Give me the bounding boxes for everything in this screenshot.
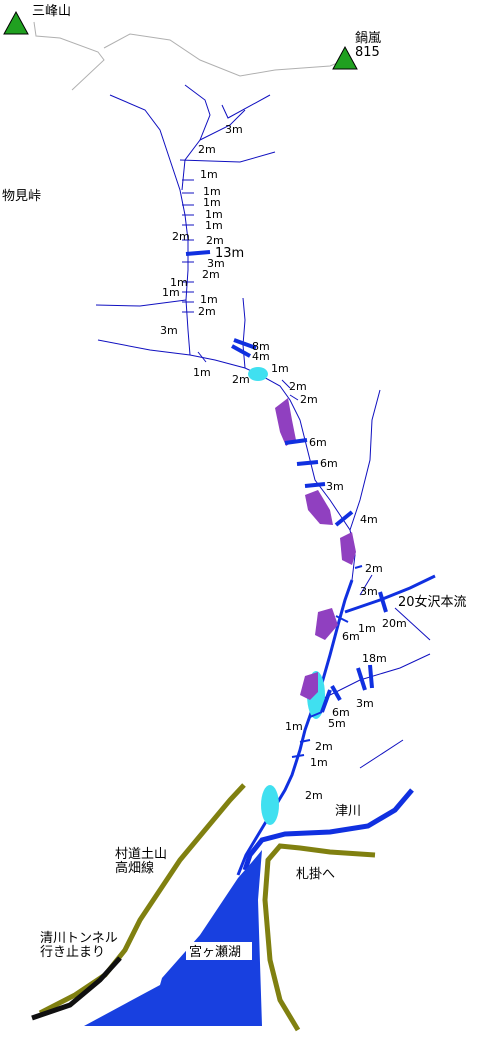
tunnel-road [31, 956, 122, 1021]
fall-height-label: 2m [206, 234, 224, 247]
tsugawa-stream [242, 788, 414, 871]
fudakake-label: 札掛へ [296, 867, 335, 882]
peak-icon [332, 45, 358, 70]
tunnel-label-line2: 行き止まり [40, 945, 105, 960]
fall-height-label: 3m [356, 697, 374, 710]
fall-height-label: 6m [320, 457, 338, 470]
fall-height-label: 1m [170, 276, 188, 289]
fall-height-label: 3m [207, 257, 225, 270]
fall-height-label: 13m [215, 246, 244, 261]
main-stream [236, 579, 354, 876]
ridge-line [33, 21, 346, 91]
big-fall-markers [185, 250, 388, 713]
fall-height-label: 1m [271, 362, 289, 375]
honryu-stream [344, 574, 436, 614]
fall-height-label: 1m [310, 756, 328, 769]
fall-height-label: 1m [203, 196, 221, 209]
fall-height-label: 18m [362, 652, 387, 665]
tributaries [95, 84, 431, 769]
fall-height-label: 4m [360, 513, 378, 526]
fall-height-label: 1m [200, 168, 218, 181]
fall-height-label: 6m [309, 436, 327, 449]
lake [84, 850, 262, 1026]
fall-height-label: 2m [232, 373, 250, 386]
road-doyama [38, 783, 246, 1016]
fall-height-label: 6m [342, 630, 360, 643]
road-label-line2: 高畑線 [115, 860, 154, 876]
fall-height-label: 3m [326, 480, 344, 493]
fall-height-label: 2m [305, 789, 323, 802]
small-main-fall-markers [291, 565, 363, 758]
cliffs [275, 398, 356, 700]
fall-height-label: 20m [382, 617, 407, 630]
fall-height-label: 4m [252, 350, 270, 363]
monomi-pass-label: 物見峠 [2, 189, 41, 204]
fall-height-label: 1m [205, 219, 223, 232]
lake-label: 宮ヶ瀬湖 [189, 944, 241, 960]
fall-height-label: 2m [198, 305, 216, 318]
fall-height-label: 1m [193, 366, 211, 379]
road-fudakake [262, 843, 376, 1032]
pool [248, 367, 268, 381]
fall-height-label: 1m [285, 720, 303, 733]
fall-height-label: 5m [328, 717, 346, 730]
fall-height-label: 2m [365, 562, 383, 575]
fall-height-label: 2m [198, 143, 216, 156]
fall-height-label: 8m [252, 340, 270, 353]
fall-height-label: 3m [160, 324, 178, 337]
fall-height-label: 1m [162, 286, 180, 299]
tsugawa-label: 津川 [335, 804, 361, 819]
lake-label-bg [186, 942, 252, 960]
fall-height-label: 6m [332, 706, 350, 719]
fall-height-label: 2m [300, 393, 318, 406]
fall-height-label: 1m [200, 293, 218, 306]
peak-icon [3, 10, 29, 35]
road-label-line1: 村道土山 [115, 847, 167, 862]
fall-height-label: 2m [289, 380, 307, 393]
fall-height-label: 3m [360, 585, 378, 598]
fall-height-label: 1m [358, 622, 376, 635]
honryu-label: 20女沢本流 [398, 594, 467, 610]
fall-height-label: 1m [205, 208, 223, 221]
peak-name-label: 三峰山 [32, 4, 71, 19]
tunnel-label-line1: 清川トンネル [40, 931, 118, 946]
fall-markers [182, 179, 299, 401]
fall-height-label: 1m [203, 185, 221, 198]
peak-elevation-label: 815 [355, 45, 380, 60]
pool [261, 785, 279, 825]
peak-name-label: 鍋嵐 [355, 30, 381, 46]
fall-labels: 3m 2m 1m 1m 1m 1m 1m 2m 2m 13m 3m 2m 1m … [160, 123, 407, 802]
fall-height-label: 2m [202, 268, 220, 281]
fall-height-label: 2m [172, 230, 190, 243]
fall-height-label: 2m [315, 740, 333, 753]
fall-height-label: 3m [225, 123, 243, 136]
